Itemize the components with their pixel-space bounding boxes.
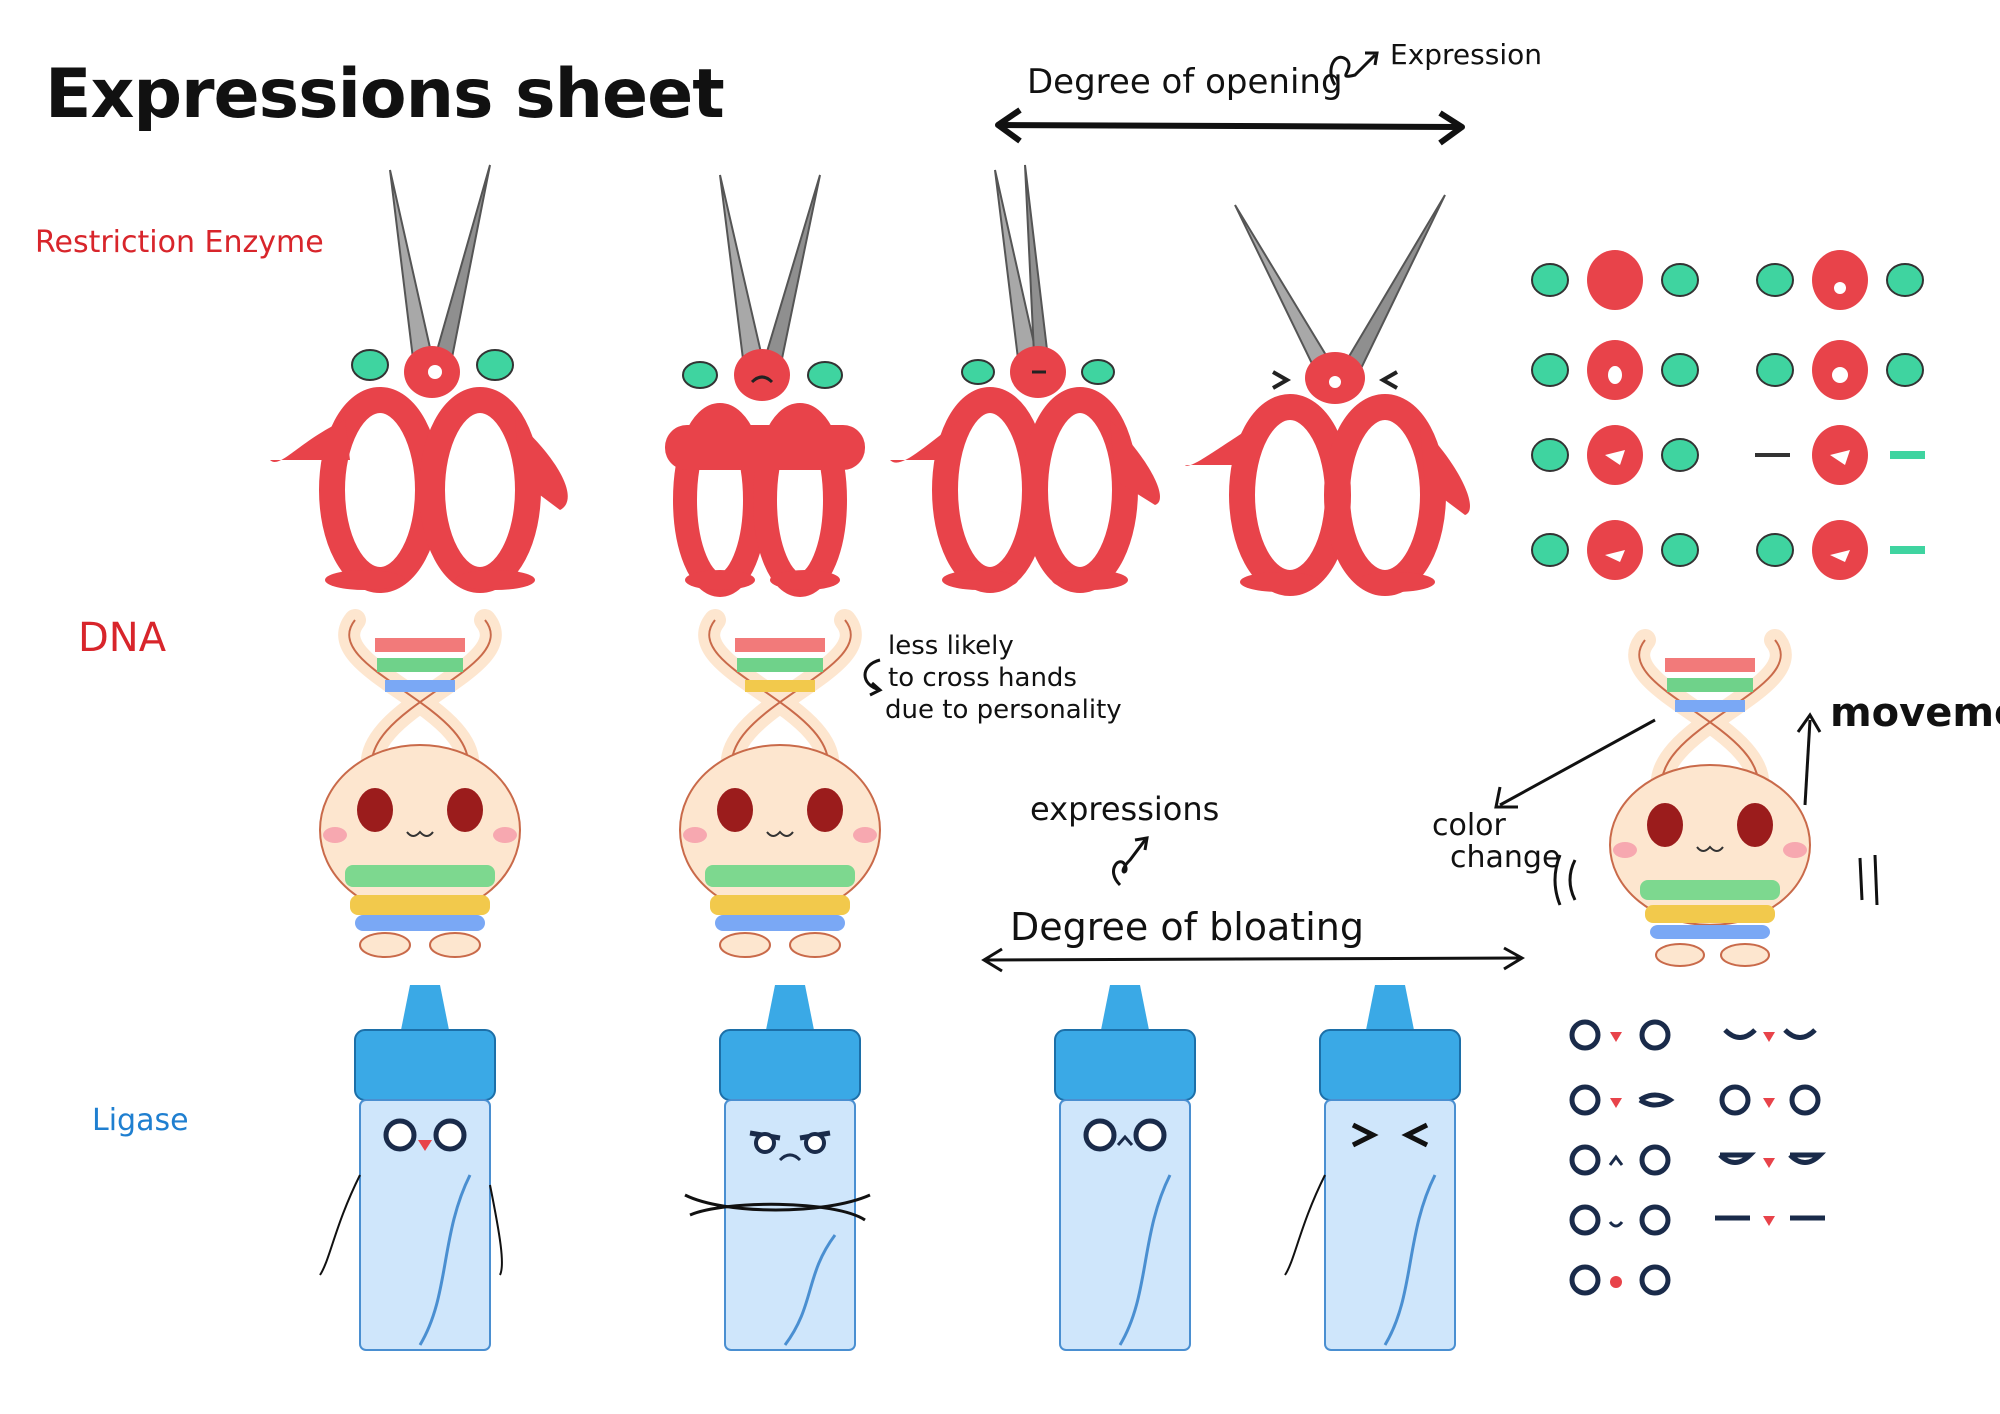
- scissor-character-neutral: [270, 164, 568, 593]
- note-degree-of-opening: Degree of opening: [1027, 62, 1343, 102]
- ligase-character-happy: [319, 985, 503, 1351]
- opening-arrow: [995, 107, 1465, 146]
- row-label-ligase: Ligase: [92, 1103, 189, 1138]
- ligase-expression-grid: [1569, 1019, 1827, 1296]
- row-label-restriction-enzyme: Restriction Enzyme: [35, 225, 324, 260]
- ligase-character-squint: [1284, 985, 1461, 1351]
- dna-character-movement: [1609, 629, 1811, 967]
- note-expressions: expressions: [1030, 790, 1220, 828]
- note-expression-top: Expression: [1390, 38, 1542, 71]
- scissor-character-arms-crossed: [665, 174, 865, 597]
- note-less-likely-line1: less likely: [888, 631, 1014, 661]
- note-color-change-line2: change: [1450, 840, 1561, 875]
- sheet-title: Expressions sheet: [45, 55, 725, 134]
- note-less-likely-line2: to cross hands: [888, 663, 1077, 693]
- bloating-arrow: [981, 946, 1525, 973]
- scissor-character-wide-open: [1185, 194, 1470, 596]
- ligase-character-neutral: [1054, 985, 1196, 1351]
- dna-character-hands-front: [679, 609, 881, 958]
- scissor-expression-grid: [1531, 250, 1925, 580]
- dna-character-neutral: [319, 609, 521, 958]
- curl-arrow-icon: [1329, 51, 1379, 86]
- scissor-character-slightly-open: [890, 164, 1160, 593]
- note-movement: movement: [1830, 690, 2000, 736]
- ligase-character-angry: [684, 985, 871, 1351]
- note-less-likely-line3: due to personality: [885, 695, 1122, 725]
- expression-face: [1531, 250, 1699, 310]
- note-color-change-line1: color: [1432, 808, 1506, 843]
- shake-lines: [1553, 854, 1879, 906]
- row-label-dna: DNA: [78, 615, 167, 661]
- color-change-arrow: [1494, 718, 1656, 809]
- curl-arrow-icon: [1112, 836, 1149, 887]
- movement-arrow: [1796, 712, 1822, 806]
- note-degree-of-bloating: Degree of bloating: [1010, 905, 1364, 949]
- curl-arrow-icon: [863, 658, 883, 697]
